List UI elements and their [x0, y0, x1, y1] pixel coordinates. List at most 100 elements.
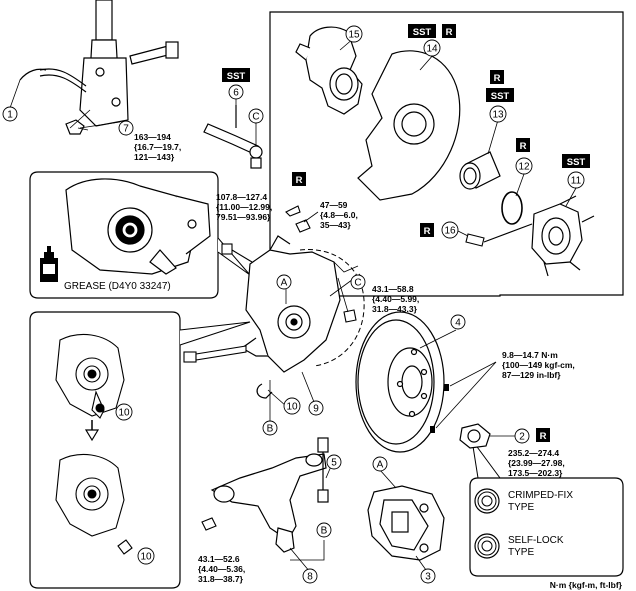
callout-9: 9	[308, 400, 324, 416]
svg-text:9: 9	[313, 404, 319, 415]
wheel-hub-part	[531, 195, 595, 277]
svg-text:16: 16	[444, 226, 456, 237]
svg-text:3: 3	[425, 572, 431, 583]
knuckle-part	[295, 26, 363, 115]
svg-text:107.8—127.4: 107.8—127.4	[216, 192, 267, 202]
lower-arm-nut	[201, 517, 217, 531]
torque-7: 163—194 {16.7—19.7, 121—143}	[134, 132, 181, 162]
svg-text:11: 11	[571, 176, 582, 187]
wheel-bearing-part	[459, 151, 501, 190]
r-badge-bearing: R	[490, 70, 504, 84]
svg-text:47—59: 47—59	[320, 200, 348, 210]
svg-text:31.8—43.3}: 31.8—43.3}	[372, 304, 418, 314]
crimp-inset-hub-lower	[55, 453, 133, 555]
snap-ring-part	[501, 191, 523, 225]
caliper-bracket-nut	[343, 309, 357, 323]
r-badge-hub-bolt: R	[420, 223, 434, 237]
sst-badge-bearing: SST	[486, 88, 514, 102]
callout-3: 3	[420, 568, 436, 584]
torque-caliper: 43.1—58.8 {4.40—5.99, 31.8—43.3}	[372, 284, 419, 314]
grease-inset-bearing	[65, 178, 211, 275]
dust-shield-part	[357, 50, 461, 201]
svg-text:{4.8—6.0,: {4.8—6.0,	[320, 210, 358, 220]
svg-text:173.5—202.3}: 173.5—202.3}	[508, 468, 563, 478]
letter-b-knuckle: B	[262, 420, 278, 436]
letter-a-knuckle: A	[276, 274, 292, 290]
crimp-inset-hub-upper	[55, 333, 125, 419]
crimp-inset-arrow	[84, 420, 100, 442]
callout-2: 2	[514, 428, 530, 444]
svg-text:163—194: 163—194	[134, 132, 171, 142]
sst-badge-tie-rod: SST	[222, 68, 250, 82]
callout-5: 5	[326, 454, 342, 470]
units-note: N·m {kgf-m, ft-lbf}	[550, 580, 623, 590]
hub-bolt-part	[465, 223, 533, 247]
svg-text:15: 15	[348, 30, 360, 41]
letter-c-knuckle: C	[350, 274, 366, 290]
svg-text:87—129 in-lbf}: 87—129 in-lbf}	[502, 370, 561, 380]
leader-lines	[79, 37, 577, 573]
svg-text:14: 14	[426, 44, 438, 55]
callout-10-inset-lower: 10	[137, 547, 155, 565]
svg-text:35—43}: 35—43}	[320, 220, 351, 230]
abs-clip	[256, 383, 273, 399]
callout-10-main: 10	[283, 397, 301, 415]
svg-text:79.51—93.96}: 79.51—93.96}	[216, 212, 271, 222]
r-badge-shield: R	[442, 24, 456, 38]
svg-text:4: 4	[455, 318, 461, 329]
brake-caliper	[367, 485, 445, 561]
lower-arm	[210, 453, 327, 553]
torque-knuckle: 107.8—127.4 {11.00—12.99, 79.51—93.96}	[216, 192, 272, 222]
svg-text:CRIMPED-FIX: CRIMPED-FIX	[508, 490, 573, 501]
svg-text:121—143}: 121—143}	[134, 152, 175, 162]
nut-type-crimped: CRIMPED-FIX TYPE	[474, 488, 573, 514]
svg-text:7: 7	[123, 124, 129, 135]
svg-text:43.1—52.6: 43.1—52.6	[198, 554, 240, 564]
crimp-inset-frame	[29, 311, 181, 589]
callout-13: 13	[489, 105, 507, 123]
svg-text:R: R	[540, 431, 547, 442]
torque-lock-nut: 235.2—274.4 {23.99—27.98, 173.5—202.3}	[508, 448, 565, 478]
callout-8: 8	[302, 568, 318, 584]
svg-text:2: 2	[519, 432, 525, 443]
torque-screw: 9.8—14.7 N·m {100—149 kgf-cm, 87—129 in-…	[502, 350, 575, 380]
strut-assembly	[19, 0, 179, 135]
callout-7: 7	[118, 120, 134, 136]
svg-text:43.1—58.8: 43.1—58.8	[372, 284, 414, 294]
svg-text:{4.40—5.36,: {4.40—5.36,	[198, 564, 245, 574]
svg-text:13: 13	[492, 110, 504, 121]
svg-text:{23.99—27.98,: {23.99—27.98,	[508, 458, 565, 468]
callout-16: 16	[441, 221, 459, 239]
knuckle-bolt	[183, 243, 253, 363]
callout-14: 14	[423, 39, 441, 57]
nut-types-frame	[469, 477, 624, 577]
svg-text:{4.40—5.99,: {4.40—5.99,	[372, 294, 419, 304]
stabilizer-link	[317, 437, 329, 503]
disc-screws	[430, 384, 449, 433]
svg-text:B: B	[267, 424, 274, 435]
svg-text:R: R	[520, 141, 527, 152]
svg-text:A: A	[281, 278, 288, 289]
nut-type-selflock: SELF-LOCK TYPE	[474, 533, 564, 559]
svg-text:1: 1	[7, 110, 13, 121]
svg-text:10: 10	[140, 552, 152, 563]
svg-text:{16.7—19.7,: {16.7—19.7,	[134, 142, 181, 152]
letter-c-tie-rod: C	[248, 108, 264, 124]
torque-nut: 47—59 {4.8—6.0, 35—43}	[320, 200, 358, 230]
svg-text:{11.00—12.99,: {11.00—12.99,	[216, 202, 272, 212]
callout-11: 11	[567, 171, 585, 189]
svg-text:A: A	[377, 460, 384, 471]
svg-text:8: 8	[307, 572, 313, 583]
svg-text:12: 12	[518, 162, 530, 173]
svg-text:SST: SST	[227, 71, 246, 82]
callout-6: 6	[228, 84, 244, 100]
callout-12: 12	[515, 157, 533, 175]
main-knuckle	[240, 235, 341, 373]
svg-text:SST: SST	[491, 91, 510, 102]
svg-text:R: R	[424, 226, 431, 237]
svg-text:6: 6	[233, 88, 239, 99]
r-badge-snap-ring: R	[516, 138, 530, 152]
grease-can	[40, 246, 58, 282]
hub-lock-nut	[459, 423, 491, 449]
